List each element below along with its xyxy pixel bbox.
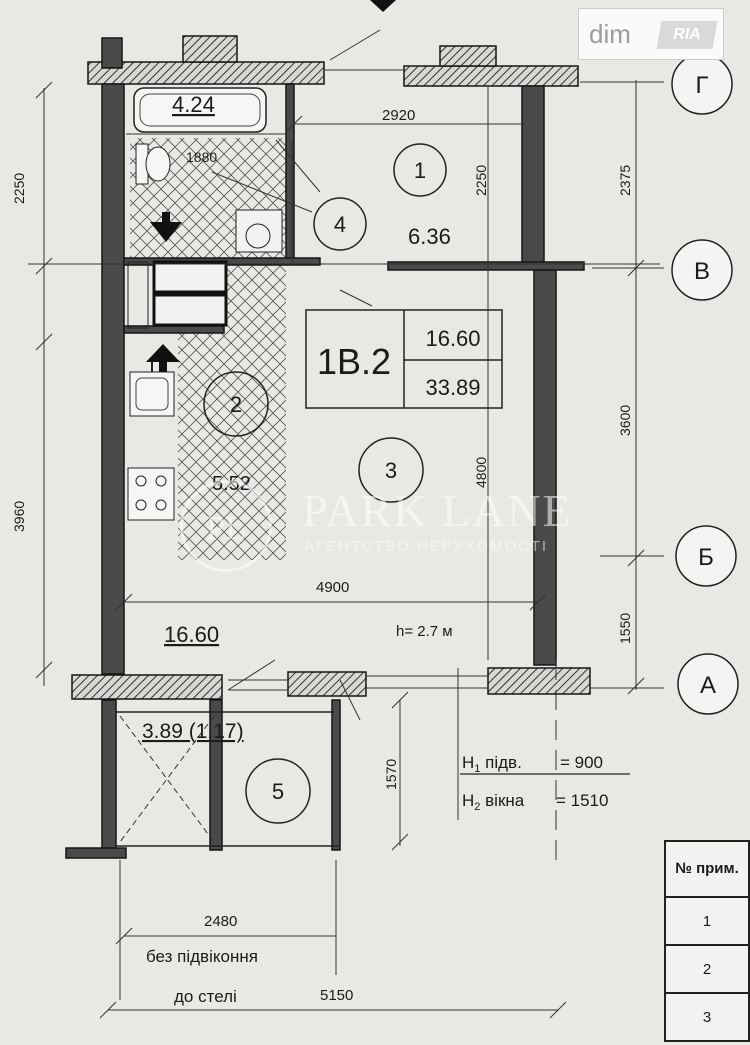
washing-machine: [235, 209, 283, 253]
note-h2: H2 вікна = 1510: [462, 791, 608, 813]
dim-2250-inner: 2250: [473, 165, 489, 196]
dim-5150: 5150: [320, 987, 353, 1004]
legend-row: 2: [664, 944, 750, 994]
room-marker-1: 1: [393, 143, 447, 197]
kitchen-sink: [129, 362, 175, 417]
legend-table: № прим. 1 2 3: [664, 840, 750, 1042]
park-lane-watermark: PL PARK LANE АГЕНТСТВО НЕРУХОМОСТІ: [180, 480, 600, 580]
north-arrow-icon: [370, 0, 396, 12]
svg-text:H2 вікна: H2 вікна: [462, 791, 525, 813]
room-4-area: 4.24: [172, 92, 215, 117]
toilet: [135, 143, 171, 185]
watermark-subtitle: АГЕНТСТВО НЕРУХОМОСТІ: [304, 538, 549, 555]
room-3-area: 16.60: [164, 622, 219, 647]
room-marker-5: 5: [245, 758, 311, 824]
note-to-ceiling: до стелі: [174, 987, 237, 1006]
svg-text:А: А: [700, 672, 716, 699]
badge-brand: dim: [589, 19, 631, 49]
dim-4900: 4900: [316, 579, 349, 596]
room-5-area: 3.89 (1.17): [142, 720, 244, 743]
balcony-door-swing: [227, 659, 276, 691]
living-area: 16.60: [425, 326, 480, 351]
apartment-code: 1В.2: [317, 341, 391, 382]
ceiling-height: h= 2.7 м: [396, 623, 453, 640]
room-1-area: 6.36: [408, 224, 451, 249]
svg-text:H1 підв.: H1 підв.: [462, 753, 522, 775]
room-marker-4: 4: [313, 197, 367, 251]
svg-text:5: 5: [272, 779, 284, 804]
dim-3600: 3600: [617, 405, 633, 436]
svg-text:3: 3: [385, 458, 397, 483]
leader-lines: [211, 29, 381, 307]
svg-text:= 900: = 900: [560, 753, 603, 772]
dim-2480: 2480: [204, 913, 237, 930]
bathtub: [133, 87, 267, 133]
dim-1550: 1550: [617, 613, 633, 644]
stove: [127, 467, 175, 521]
dim-3960: 3960: [11, 501, 27, 532]
axis-marker-a: А: [677, 653, 739, 715]
note-h1: H1 підв. = 900: [460, 753, 630, 775]
dim-1880: 1880: [186, 149, 217, 165]
room-marker-3: 3: [358, 437, 424, 503]
badge-tag: RIA: [656, 21, 718, 49]
axis-marker-g: Г: [671, 53, 733, 115]
svg-text:В: В: [694, 258, 710, 285]
room-marker-2: 2: [203, 371, 269, 437]
apartment-label: 1В.2 16.60 33.89: [305, 309, 503, 409]
arrow-down-icon: [150, 212, 182, 242]
dim-2250-left: 2250: [11, 173, 27, 204]
svg-text:2: 2: [230, 392, 242, 417]
watermark-logo: PL: [180, 480, 272, 572]
dim-ria-badge: dim RIA: [578, 8, 724, 60]
svg-text:= 1510: = 1510: [556, 791, 608, 810]
total-area: 33.89: [425, 375, 480, 400]
dim-2920: 2920: [382, 107, 415, 124]
dim-2375: 2375: [617, 165, 633, 196]
arrow-up-icon: [146, 344, 180, 376]
note-no-sill: без підвіконня: [146, 947, 258, 966]
watermark-name: PARK LANE: [302, 485, 573, 536]
axis-marker-v: В: [671, 239, 733, 301]
svg-text:1: 1: [414, 158, 426, 183]
exterior-walls: [65, 35, 591, 859]
dim-4800: 4800: [473, 457, 489, 488]
riser-shafts: [127, 260, 228, 329]
dim-1570: 1570: [383, 759, 399, 790]
balcony-cross: [119, 715, 215, 843]
svg-text:Г: Г: [696, 72, 709, 99]
svg-text:Б: Б: [698, 544, 714, 571]
balcony-outline: [116, 711, 340, 847]
legend-row: 1: [664, 896, 750, 946]
svg-text:4: 4: [334, 212, 346, 237]
axis-marker-b: Б: [675, 525, 737, 587]
window-lines: [228, 69, 488, 691]
legend-header: № прим.: [664, 840, 750, 898]
dimension-lines: [28, 80, 664, 1019]
legend-row: 3: [664, 992, 750, 1042]
